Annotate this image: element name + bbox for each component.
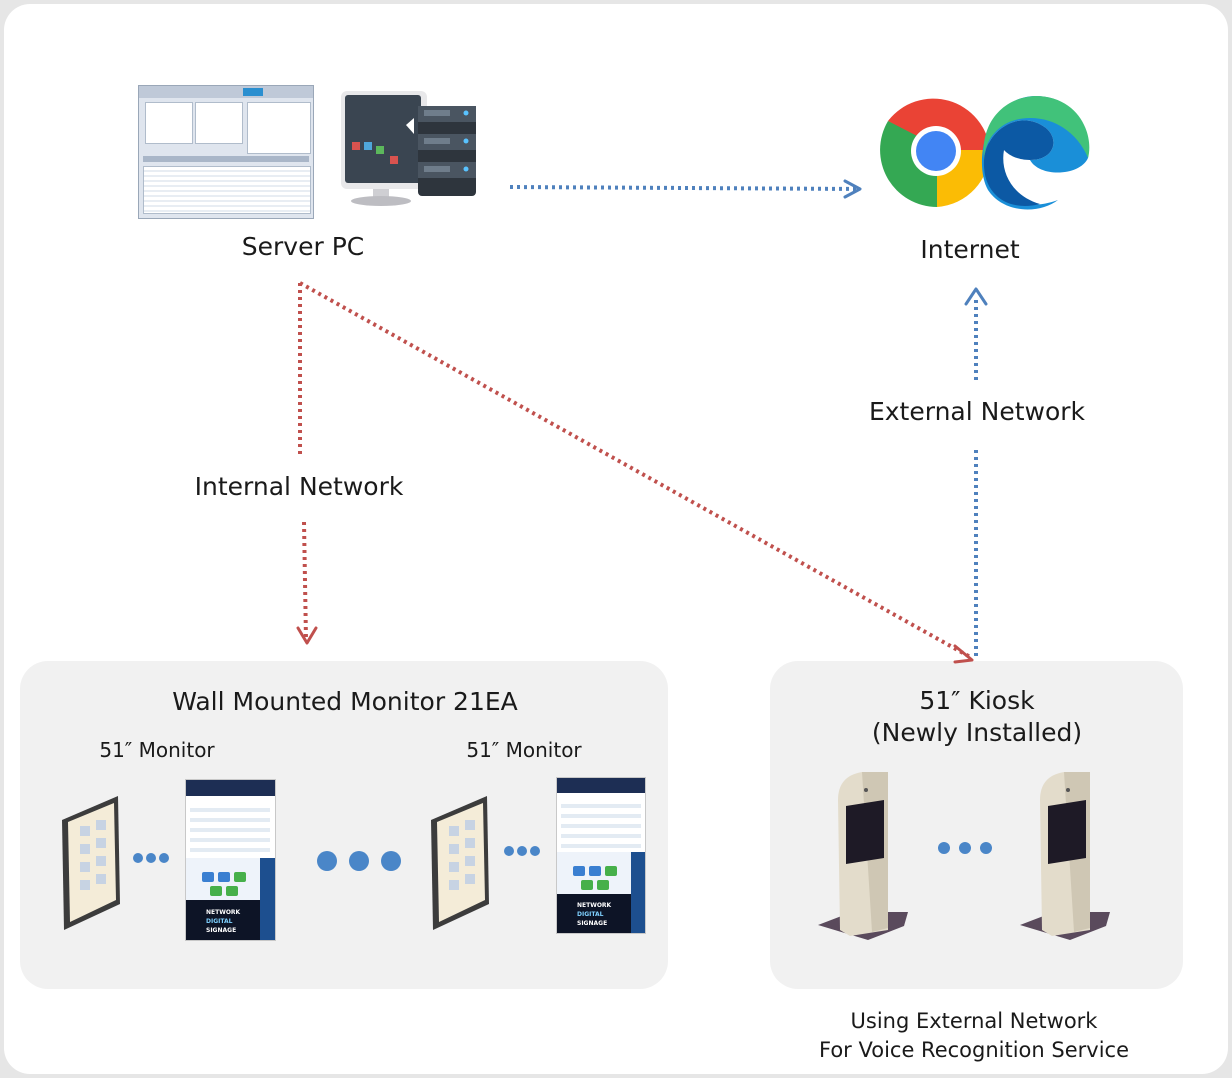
- kiosk-note-line1: Using External Network: [850, 1009, 1098, 1033]
- server-software-screenshot: [138, 85, 314, 219]
- kiosk-title-line2: (Newly Installed): [871, 718, 1083, 747]
- signage-logo-line: SIGNAGE: [577, 920, 608, 927]
- signage-logo-line: SIGNAGE: [206, 927, 237, 934]
- chrome-icon: [880, 98, 991, 207]
- signage-screen: NETWORK DIGITAL SIGNAGE: [556, 777, 646, 934]
- internet-label: Internet: [920, 235, 1020, 264]
- server-to-internet-link: [509, 185, 861, 191]
- server-to-kiosk-link: [299, 281, 973, 660]
- kiosk-icon: [1020, 772, 1110, 940]
- server-to-monitors-link-lower: [302, 521, 308, 641]
- signage-logo-line: DIGITAL: [206, 918, 233, 925]
- kiosk-title-line1: 51″ Kiosk: [919, 686, 1035, 715]
- kiosk-icon: [818, 772, 908, 940]
- signage-logo-line: DIGITAL: [577, 911, 604, 918]
- internal-network-label: Internal Network: [194, 472, 404, 501]
- wall-monitor-group-title: Wall Mounted Monitor 21EA: [172, 687, 518, 716]
- external-network-label: External Network: [868, 397, 1086, 426]
- kiosk-note-line2: For Voice Recognition Service: [819, 1038, 1129, 1062]
- signage-screen: NETWORK DIGITAL SIGNAGE: [185, 779, 276, 941]
- monitor-label-left: 51″ Monitor: [99, 738, 215, 762]
- server-pc-label: Server PC: [241, 232, 365, 261]
- edge-icon: [981, 96, 1090, 210]
- tablet-icon: [62, 796, 120, 930]
- signage-logo-line: NETWORK: [206, 909, 241, 916]
- arrowhead-kiosk: [953, 644, 974, 664]
- arrowhead-internet-up: [964, 287, 988, 306]
- arrowhead-monitors-down: [296, 626, 318, 645]
- signage-logo-line: NETWORK: [577, 902, 612, 909]
- tablet-icon: [431, 796, 489, 930]
- monitor-label-right: 51″ Monitor: [466, 738, 582, 762]
- ellipsis-dots: [133, 842, 992, 871]
- arrowhead-internet-right: [843, 179, 862, 199]
